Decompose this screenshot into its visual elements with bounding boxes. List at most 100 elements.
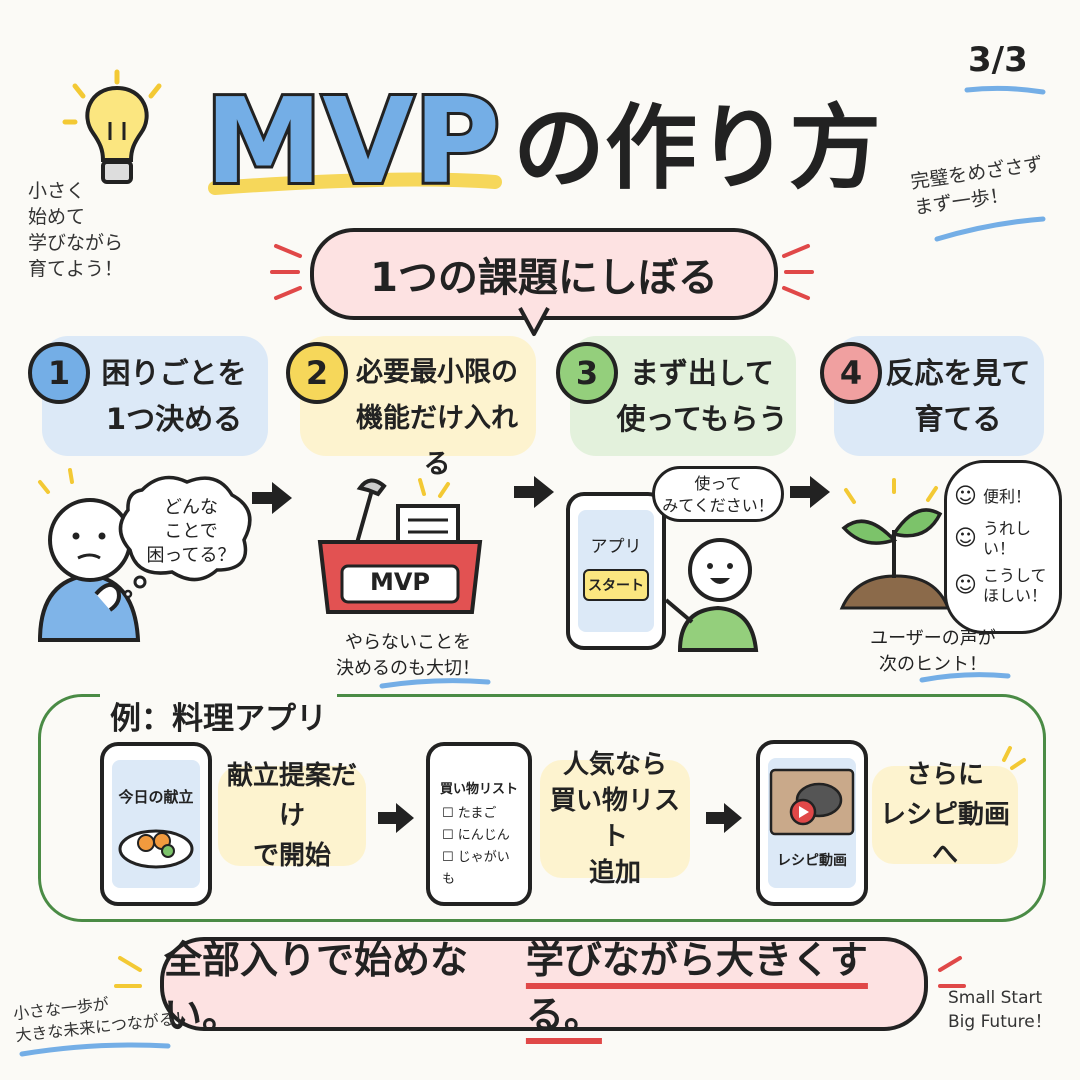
side-note-top-right: 完璧をめざさず まず一歩！ <box>909 151 1048 221</box>
phone-screen: 今日の献立 <box>112 760 200 888</box>
step-label-line: 機能だけ入れる <box>356 403 518 480</box>
accent-lines <box>1002 746 1026 770</box>
list-item[interactable]: ☐ じゃがいも <box>442 847 520 891</box>
bottom-message-bubble: 全部入りで始めない。学びながら大きくする。 <box>160 937 928 1037</box>
accent-lines-right <box>782 244 814 300</box>
feedback-item: ☺こうして ほしい！ <box>954 560 1054 612</box>
title-mvp: MVP <box>205 72 500 210</box>
list-item[interactable]: ☐ たまご <box>442 803 520 825</box>
phone-screen: レシピ動画 <box>768 758 856 888</box>
page-number-underline <box>964 85 1046 95</box>
list-item-label: じゃがいも <box>442 850 510 887</box>
example-box <box>38 694 1046 922</box>
smile-icon: ☺ <box>954 526 977 551</box>
step-label-line: 必要最小限の <box>356 357 518 388</box>
phone-title: 買い物リスト <box>439 782 518 797</box>
example-note-2: 人気なら買い物リスト追加 <box>540 750 690 888</box>
accent-lines-right <box>938 956 966 988</box>
checkbox-icon: ☐ <box>442 806 454 821</box>
list-item[interactable]: ☐ にんじん <box>442 825 520 847</box>
side-note-top-left: 小さく 始めて 学びながら 育てよう！ <box>28 178 123 282</box>
side-note-line: Small Start <box>948 988 1043 1008</box>
example-phone-video: レシピ動画 <box>756 740 868 906</box>
step3-phone: アプリ スタート <box>566 492 666 650</box>
note-line: さらに <box>905 760 984 790</box>
phone-title: レシピ動画 <box>777 853 847 869</box>
step-4: 4 反応を見て 育てる <box>820 336 1044 456</box>
step-label-line: 1つ決める <box>105 402 243 436</box>
arrow-right-icon <box>706 803 742 833</box>
step-number: 2 <box>286 342 348 404</box>
feedback-text: こうして ほしい！ <box>982 566 1047 605</box>
caption-line: 次のヒント！ <box>879 654 987 675</box>
list-more: … <box>468 894 481 909</box>
thinking-person-icon <box>37 468 141 642</box>
step-label-line: 困りごとを <box>101 356 247 390</box>
side-note-underline <box>19 1042 171 1057</box>
lightbulb-icon <box>62 69 162 184</box>
checkbox-icon: ☐ <box>442 850 454 865</box>
step-2: 2 必要最小限の 機能だけ入れる <box>286 336 536 480</box>
side-note-line: 始めて <box>28 206 86 228</box>
step-1: 1 困りごとを 1つ決める <box>28 336 268 456</box>
side-note-underline <box>934 216 1046 242</box>
accent-lines-left <box>270 244 302 300</box>
step-label: まず出して 使ってもらう <box>614 350 790 442</box>
phone-title: 今日の献立 <box>118 788 194 806</box>
note-line: 人気なら <box>562 750 667 780</box>
feedback-cloud <box>944 460 1062 634</box>
step-3: 3 まず出して 使ってもらう <box>556 336 796 456</box>
caption-line: ユーザーの声が <box>870 628 996 649</box>
page-title: MVP の作り方 <box>202 69 881 213</box>
arrow-right-icon <box>378 803 414 833</box>
bubble-tail <box>518 307 550 336</box>
step-label-line: 使ってもらう <box>616 402 788 436</box>
thought-line: 困ってる？ <box>146 545 236 566</box>
caption-underline <box>919 672 1011 683</box>
arrow-right-icon <box>514 476 554 508</box>
feedback-item: ☺便利！ <box>954 476 1054 518</box>
phone-screen: アプリ スタート <box>578 510 654 632</box>
example-phone-menu: 今日の献立 <box>100 742 212 906</box>
feedback-list: ☺便利！ ☺うれしい！ ☺こうして ほしい！ <box>954 476 1054 612</box>
side-note-line: 小さく <box>28 180 86 202</box>
phone-screen: 買い物リスト ☐ たまご ☐ にんじん ☐ じゃがいも … <box>438 760 520 909</box>
title-rest: の作り方 <box>513 95 881 202</box>
feedback-item: ☺うれしい！ <box>954 518 1054 560</box>
list-item-label: にんじん <box>457 828 510 843</box>
example-label: 例：料理アプリ <box>100 693 337 738</box>
note-line: レシピ動画へ <box>879 800 1010 870</box>
caption-line: やらないことを <box>345 632 471 653</box>
toolbox-label: MVP <box>369 568 431 596</box>
smile-icon: ☺ <box>954 484 977 509</box>
step4-caption: ユーザーの声が 次のヒント！ <box>848 626 1018 678</box>
toolbox-icon <box>317 478 483 614</box>
side-note-line: Big Future！ <box>948 1012 1052 1032</box>
note-line: 献立提案だけ <box>226 761 357 831</box>
start-button[interactable]: スタート <box>583 569 649 601</box>
video-thumbnail <box>769 768 855 836</box>
step3-speech-bubble: 使って みてください！ <box>652 466 784 522</box>
happy-person-icon <box>664 538 759 652</box>
thought-cloud <box>118 475 252 599</box>
step-number: 1 <box>28 342 90 404</box>
speech-line: 使って <box>694 474 742 493</box>
speech-line: みてください！ <box>662 496 774 515</box>
step-label: 困りごとを 1つ決める <box>86 350 262 442</box>
step-label-line: 育てる <box>914 402 1002 436</box>
checkbox-icon: ☐ <box>442 828 454 843</box>
example-note-1: 献立提案だけで開始 <box>218 761 366 871</box>
step-label-line: 反応を見て <box>885 356 1031 390</box>
smile-icon: ☺ <box>954 573 977 598</box>
thought-line: ことで <box>164 521 218 542</box>
side-note-line: 育てよう！ <box>28 258 124 280</box>
step-number: 3 <box>556 342 618 404</box>
bottom-message-part2: 学びながら大きくする。 <box>525 938 868 1037</box>
caption-line: 決めるのも大切！ <box>336 658 480 679</box>
accent-lines-left <box>114 956 142 988</box>
page-number: 3/3 <box>968 40 1028 80</box>
note-line: 買い物リスト <box>549 786 680 852</box>
arrow-right-icon <box>790 476 830 508</box>
example-note-3: さらにレシピ動画へ <box>872 760 1018 870</box>
step-label: 必要最小限の 機能だけ入れる <box>344 350 530 488</box>
